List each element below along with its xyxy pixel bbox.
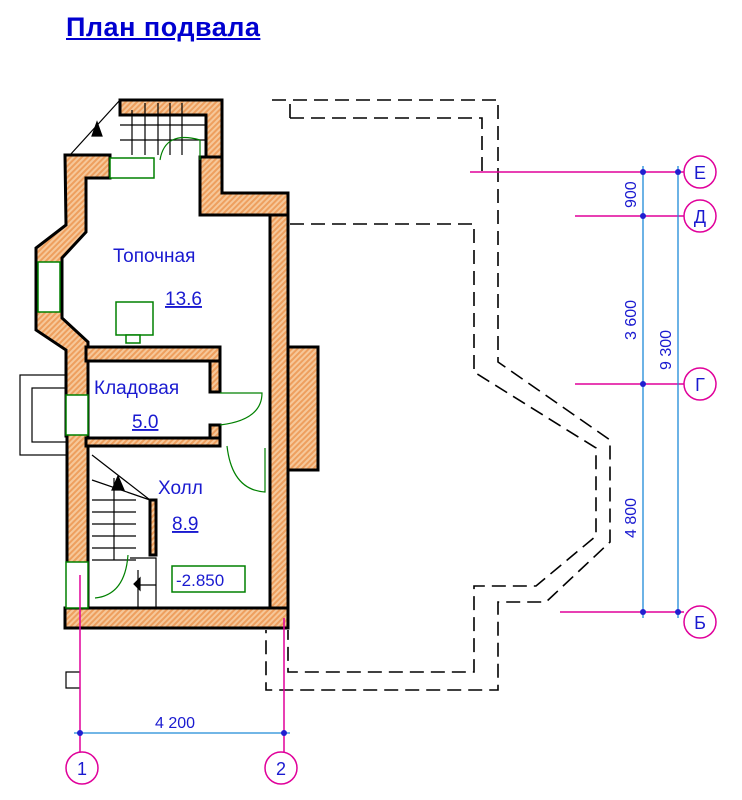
room-area-hall: 8.9 <box>172 514 198 535</box>
svg-text:1: 1 <box>77 759 87 779</box>
axis-bubble-G: Г <box>683 367 717 401</box>
stair-wall <box>148 498 158 557</box>
level-mark: -2.850 <box>176 571 224 590</box>
window-top <box>109 157 155 179</box>
bottom-wall <box>63 606 290 630</box>
room-area-storage: 5.0 <box>132 412 158 433</box>
top-right-wall <box>198 155 290 217</box>
dim-4200: 4 200 <box>155 715 195 732</box>
hall-stairs <box>91 454 157 608</box>
level-mark-box <box>171 565 246 593</box>
dimension-ticks <box>640 169 681 615</box>
window-storage <box>65 394 89 436</box>
boiler <box>115 301 154 336</box>
room-area-boiler: 13.6 <box>165 289 202 310</box>
storage-right-wall <box>208 359 222 448</box>
dim-tick <box>77 730 83 736</box>
room-name-storage: Кладовая <box>94 378 179 399</box>
axis-bubble-1: 1 <box>65 751 99 785</box>
boiler-base <box>125 334 141 344</box>
terrace-outline-inner <box>287 100 597 673</box>
porch-step <box>31 387 68 443</box>
dim-9300: 9 300 <box>658 330 675 370</box>
axis-bubble-B: Б <box>683 605 717 639</box>
terrace-outline-outer <box>265 99 611 691</box>
axis-bubble-2: 2 <box>264 751 298 785</box>
svg-text:2: 2 <box>276 759 286 779</box>
storage-hall-wall <box>84 436 222 448</box>
door-storage <box>219 392 263 426</box>
door-tower <box>159 136 201 161</box>
dim-900: 900 <box>623 181 640 208</box>
buttress <box>286 345 320 472</box>
room-name-boiler: Топочная <box>113 246 195 267</box>
axis-bubble-D: Д <box>683 199 717 233</box>
dim-tick <box>281 730 287 736</box>
window-left-bay <box>37 261 61 313</box>
svg-text:Д: Д <box>694 207 706 227</box>
exterior-step <box>65 671 80 689</box>
right-wall <box>268 213 290 630</box>
porch <box>19 374 68 456</box>
plan-title: План подвала <box>66 12 261 42</box>
boiler-storage-wall <box>84 345 222 363</box>
svg-text:Г: Г <box>695 375 705 395</box>
dim-3600: 3 600 <box>623 300 640 340</box>
svg-text:Б: Б <box>694 613 706 633</box>
door-hall-exit <box>94 554 129 599</box>
window-hall <box>65 561 89 609</box>
tower-stairs <box>69 99 205 156</box>
dim-4800: 4 800 <box>623 498 640 538</box>
door-hall <box>226 445 266 493</box>
axis-bubble-E: Е <box>683 155 717 189</box>
svg-text:Е: Е <box>694 163 706 183</box>
room-name-hall: Холл <box>158 478 203 499</box>
